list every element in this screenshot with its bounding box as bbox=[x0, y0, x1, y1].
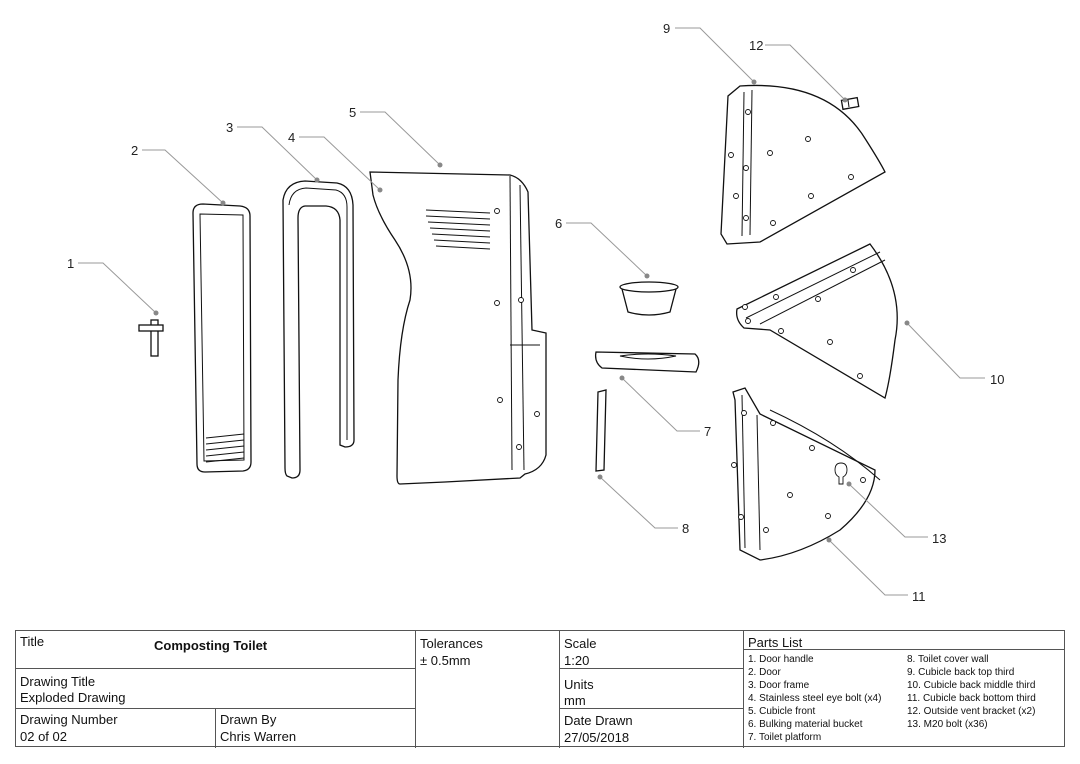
parts-list-label: Parts List bbox=[748, 635, 803, 650]
parts-list-item: 8. Toilet cover wall bbox=[907, 654, 989, 665]
callout-7: 7 bbox=[704, 424, 711, 439]
callout-1: 1 bbox=[67, 256, 74, 271]
drawing-title-label: Drawing Title bbox=[20, 674, 96, 689]
parts-list-right: 8. Toilet cover wall 9. Cubicle back top… bbox=[907, 653, 1036, 731]
tolerances-value: ± 0.5mm bbox=[420, 653, 471, 668]
parts-list-item: 10. Cubicle back middle third bbox=[907, 680, 1036, 691]
callout-8: 8 bbox=[682, 521, 689, 536]
part-toilet-cover-wall bbox=[595, 389, 607, 472]
callout-10: 10 bbox=[990, 372, 1004, 387]
drawing-number-value: 02 of 02 bbox=[20, 729, 67, 744]
part-back-middle-third bbox=[736, 243, 898, 399]
drawing-title-value: Exploded Drawing bbox=[20, 690, 126, 705]
parts-list-item: 9. Cubicle back top third bbox=[907, 667, 1015, 678]
date-drawn-value: 27/05/2018 bbox=[564, 730, 630, 745]
callout-11: 11 bbox=[912, 589, 926, 604]
part-back-top-third bbox=[720, 84, 886, 245]
parts-list-item: 12. Outside vent bracket (x2) bbox=[907, 706, 1036, 717]
leader-lines bbox=[78, 27, 985, 596]
callout-13: 13 bbox=[932, 531, 946, 546]
drawn-by-label: Drawn By bbox=[220, 712, 277, 727]
part-back-bottom-third bbox=[731, 387, 881, 561]
scale-value: 1:20 bbox=[564, 653, 590, 668]
parts-list-left: 1. Door handle 2. Door 3. Door frame 4. … bbox=[748, 653, 881, 744]
callout-numbers: 1 2 3 4 5 6 7 8 9 10 11 12 13 bbox=[67, 21, 1004, 604]
parts-list-item: 11. Cubicle back bottom third bbox=[907, 693, 1036, 704]
part-door-handle bbox=[138, 319, 164, 357]
parts-list-item: 2. Door bbox=[748, 667, 781, 678]
callout-12: 12 bbox=[749, 38, 763, 53]
part-door-frame bbox=[282, 180, 355, 479]
part-cubicle-front bbox=[369, 171, 547, 485]
callout-6: 6 bbox=[555, 216, 562, 231]
part-toilet-platform bbox=[594, 351, 700, 373]
callout-4: 4 bbox=[288, 130, 295, 145]
date-drawn-label: Date Drawn bbox=[564, 713, 633, 728]
callout-9: 9 bbox=[663, 21, 670, 36]
parts-list-item: 13. M20 bolt (x36) bbox=[907, 719, 988, 730]
scale-label: Scale bbox=[564, 636, 597, 651]
units-label: Units bbox=[564, 677, 594, 692]
callout-3: 3 bbox=[226, 120, 233, 135]
parts-list-item: 1. Door handle bbox=[748, 654, 814, 665]
parts-list-item: 7. Toilet platform bbox=[748, 732, 822, 743]
title-block: Title Composting Toilet Tolerances ± 0.5… bbox=[15, 630, 1065, 748]
drawn-by-value: Chris Warren bbox=[220, 729, 297, 744]
parts-list-item: 4. Stainless steel eye bolt (x4) bbox=[748, 693, 882, 704]
parts-list-item: 5. Cubicle front bbox=[748, 706, 816, 717]
title-label: Title bbox=[20, 634, 45, 649]
exploded-drawing: 1 2 3 4 5 6 7 8 9 10 11 12 13 bbox=[67, 21, 1004, 604]
callout-5: 5 bbox=[349, 105, 356, 120]
part-door bbox=[192, 203, 252, 473]
drawing-number-label: Drawing Number bbox=[20, 712, 118, 727]
part-bucket bbox=[619, 281, 679, 316]
title-value: Composting Toilet bbox=[154, 638, 268, 653]
parts-list-item: 3. Door frame bbox=[748, 680, 810, 691]
parts-list-item: 6. Bulking material bucket bbox=[748, 719, 863, 730]
tolerances-label: Tolerances bbox=[420, 636, 483, 651]
units-value: mm bbox=[564, 693, 586, 708]
callout-2: 2 bbox=[131, 143, 138, 158]
